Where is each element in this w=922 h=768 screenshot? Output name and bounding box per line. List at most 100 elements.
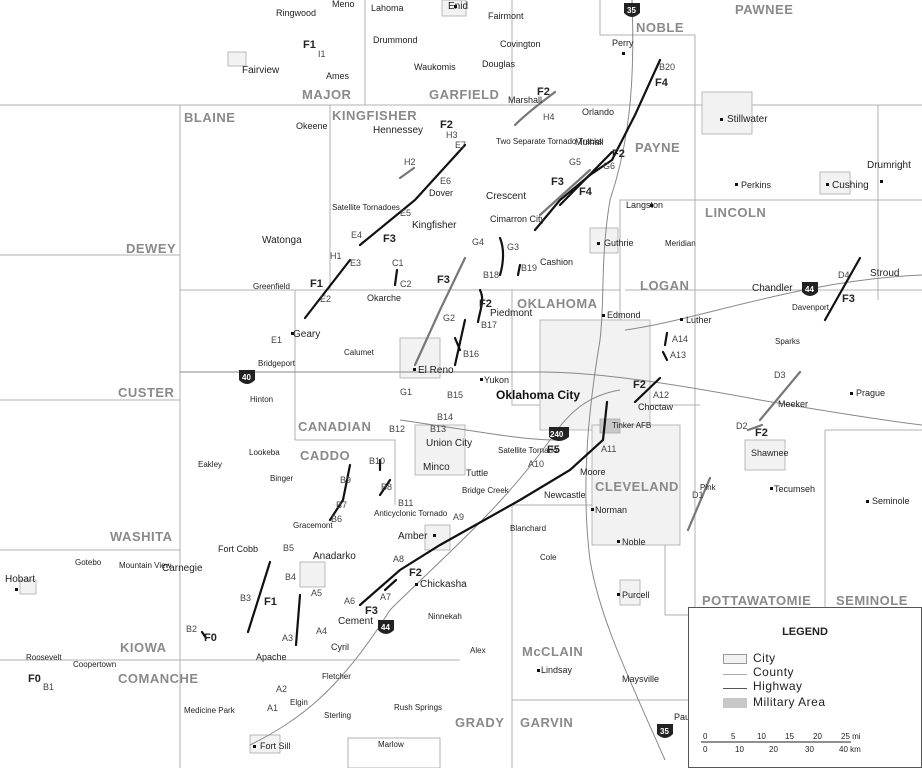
- county-label: MAJOR: [302, 87, 352, 102]
- tornado-id: B8: [381, 482, 392, 492]
- fscale-label: F2: [755, 427, 768, 439]
- fscale-label: F0: [28, 673, 41, 685]
- fscale-label: F2: [409, 567, 422, 579]
- tornado-id: B15: [447, 390, 463, 400]
- town-label: Meno: [332, 0, 355, 9]
- tornado-id: B4: [285, 572, 296, 582]
- town-label: Dover: [429, 188, 453, 198]
- town-label: Chickasha: [420, 579, 467, 590]
- tornado-id: B9: [340, 475, 351, 485]
- tornado-id: H1: [330, 251, 342, 261]
- town-label: Choctaw: [638, 402, 674, 412]
- interstate-240-shield: 240: [549, 427, 569, 441]
- tornado-id: G3: [507, 242, 519, 252]
- tornado-id: B16: [463, 349, 479, 359]
- town-label: Cashion: [540, 257, 573, 267]
- scale-mi-tick: 0: [703, 732, 708, 741]
- town-label: Marshall: [508, 95, 542, 105]
- town-label: Piedmont: [490, 308, 532, 319]
- fscale-label: F2: [633, 379, 646, 391]
- town-label: Bridgeport: [258, 359, 296, 368]
- county-label: DEWEY: [126, 241, 176, 256]
- town-label: Okeene: [296, 121, 328, 131]
- town-label: Ninnekah: [428, 612, 462, 621]
- tornado-id: C1: [392, 258, 404, 268]
- fscale-label: F2: [479, 298, 492, 310]
- town-label: Cushing: [832, 180, 869, 191]
- town-label: Union City: [426, 438, 472, 449]
- town-label: Covington: [500, 39, 541, 49]
- fscale-label: F4: [579, 186, 593, 198]
- tornado-id: G4: [472, 237, 484, 247]
- fscale-label: F3: [551, 176, 564, 188]
- town-label: Two Separate Tornado Tracks: [496, 137, 602, 146]
- svg-text:44: 44: [805, 285, 814, 294]
- scale-mi-tick: 15: [785, 732, 794, 741]
- fscale-label: F2: [440, 119, 453, 131]
- tornado-id: A1: [267, 703, 278, 713]
- town-label: Eakley: [198, 460, 222, 469]
- town-label: Gotebo: [75, 558, 102, 567]
- town-label: Sparks: [775, 337, 800, 346]
- scale-mi-tick: 5: [731, 732, 736, 741]
- legend-title: LEGEND: [782, 626, 828, 638]
- tornado-id: H2: [404, 157, 416, 167]
- highway-swatch: [723, 682, 747, 689]
- scale-bar: 0 5 10 15 20 25 mi 0 10 20 30 40 km: [701, 732, 861, 754]
- town-label: Gracemont: [293, 521, 333, 530]
- town-label: Cyril: [331, 642, 349, 652]
- fscale-label: F3: [842, 293, 855, 305]
- town-label: Prague: [856, 388, 885, 398]
- tornado-id: B2: [186, 624, 197, 634]
- town-label: Norman: [595, 505, 627, 515]
- fscale-label: F5: [547, 444, 560, 456]
- county-label: KIOWA: [120, 640, 167, 655]
- town-label: Meridian: [665, 239, 696, 248]
- interstate-44-east-shield: 44: [802, 282, 818, 296]
- tornado-id-labels: I1 H1 H2 H3 H4 E1 E2 E3 E4 E5 E6 E7 G1 G…: [43, 49, 850, 713]
- town-label: Drummond: [373, 35, 418, 45]
- tornado-id: B13: [430, 424, 446, 434]
- town-label: Pink: [700, 483, 717, 492]
- svg-text:40: 40: [242, 373, 251, 382]
- tornado-id: B20: [659, 62, 675, 72]
- town-label: Sterling: [324, 711, 351, 720]
- interstate-40-shield: 40: [239, 370, 255, 384]
- tornado-id: G6: [603, 161, 615, 171]
- town-label: Cement: [338, 616, 373, 627]
- town-label: Meeker: [778, 399, 808, 409]
- tornado-id: G5: [569, 157, 581, 167]
- tornado-id: B10: [369, 456, 385, 466]
- town-label: Satellite Tornado: [498, 446, 558, 455]
- interstate-44-south-shield: 44: [378, 620, 394, 634]
- tornado-id: E7: [455, 140, 466, 150]
- tornado-id: B12: [389, 424, 405, 434]
- tornado-id: A8: [393, 554, 404, 564]
- town-label: Fairmont: [488, 11, 524, 21]
- tornado-id: A5: [311, 588, 322, 598]
- town-label: Enid: [448, 1, 468, 12]
- tornado-id: A14: [672, 334, 688, 344]
- town-label: Tecumseh: [774, 484, 815, 494]
- town-label: Elgin: [290, 698, 308, 707]
- county-label: COMANCHE: [118, 671, 199, 686]
- tornado-id: B11: [398, 498, 413, 508]
- military-swatch: [723, 698, 747, 708]
- tornado-id: A11: [601, 444, 616, 454]
- town-label: Lindsay: [541, 665, 573, 675]
- fscale-label: F4: [655, 77, 669, 89]
- town-label: Mountain View: [119, 561, 172, 570]
- fscale-label: F3: [383, 233, 396, 245]
- county-label: PAYNE: [635, 140, 680, 155]
- town-label: Paul: [674, 712, 692, 722]
- county-label: LINCOLN: [705, 205, 766, 220]
- tornado-id: G2: [443, 313, 455, 323]
- svg-text:35: 35: [627, 6, 636, 15]
- town-label: Lookeba: [249, 448, 280, 457]
- fscale-label: F3: [365, 605, 378, 617]
- scale-mi-tick: 20: [813, 732, 822, 741]
- county-label: LOGAN: [640, 278, 689, 293]
- town-label: Waukomis: [414, 62, 456, 72]
- county-label: GARFIELD: [429, 87, 499, 102]
